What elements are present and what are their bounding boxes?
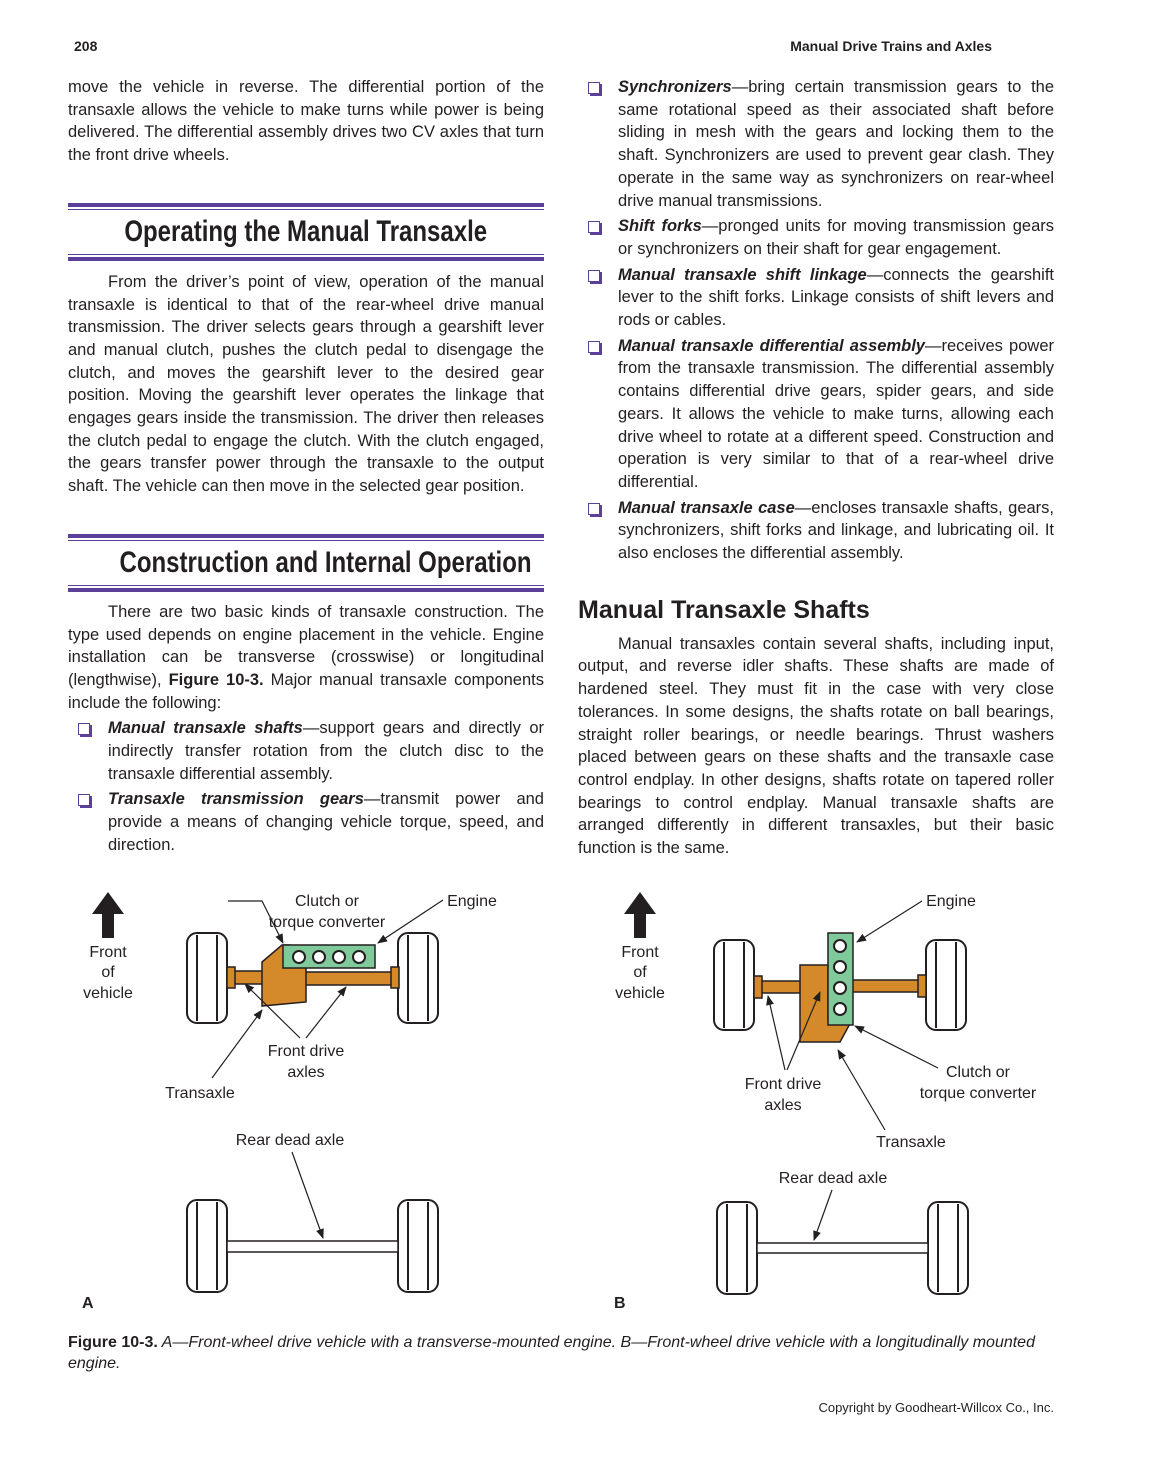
paragraph-intro: move the vehicle in reverse. The differe… — [68, 78, 544, 165]
label-clutch: Clutch or — [295, 893, 360, 910]
label-of: of — [101, 964, 115, 981]
paragraph-operating: From the driver’s point of view, operati… — [68, 272, 544, 496]
left-column: move the vehicle in reverse. The differe… — [68, 76, 544, 860]
rear-dead-axle — [226, 1240, 399, 1253]
panel-label-b: B — [614, 1295, 626, 1312]
label-front-drive: Front drive — [268, 1043, 345, 1060]
rear-right-wheel — [927, 1200, 969, 1295]
rear-right-wheel — [397, 1198, 439, 1293]
label-rear-dead-axle: Rear dead axle — [236, 1132, 345, 1149]
checkbox-bullet-icon — [78, 723, 90, 736]
figure-panel-a: Front of vehicle — [82, 891, 497, 1312]
front-axle-right — [304, 971, 399, 986]
list-item: Synchronizers—bring certain transmission… — [578, 76, 1054, 212]
front-left-wheel — [713, 938, 755, 1031]
label-front: Front — [89, 944, 127, 961]
page-number: 208 — [74, 38, 98, 54]
rear-dead-axle — [756, 1242, 929, 1254]
label-front: Front — [621, 944, 659, 961]
front-arrow-icon — [92, 891, 124, 938]
engine — [827, 932, 854, 1026]
running-title: Manual Drive Trains and Axles — [790, 38, 992, 54]
right-column: Synchronizers—bring certain transmission… — [578, 76, 1054, 860]
label-front-drive: Front drive — [745, 1076, 822, 1093]
label-axles: axles — [764, 1097, 801, 1114]
front-right-wheel — [397, 931, 439, 1024]
checkbox-bullet-icon — [588, 82, 600, 94]
paragraph-construction: There are two basic kinds of transaxle c… — [68, 601, 544, 857]
list-item: Manual transaxle shift linkage—connects … — [578, 264, 1054, 332]
label-vehicle: vehicle — [83, 985, 133, 1002]
label-engine: Engine — [447, 893, 497, 910]
checkbox-bullet-icon — [588, 221, 600, 234]
heading-block-construction: Construction and Internal Operation — [68, 533, 544, 592]
list-item: Manual transaxle differential assembly—r… — [578, 335, 1054, 494]
heading-block-operating: Operating the Manual Transaxle — [68, 202, 544, 261]
rear-left-wheel — [186, 1198, 228, 1293]
heading-construction: Construction and Internal Operation — [119, 545, 532, 579]
label-torque-converter: torque converter — [920, 1085, 1037, 1102]
list-item: Shift forks—pronged units for moving tra… — [578, 215, 1054, 260]
paragraph-shafts: Manual transaxles contain several shafts… — [578, 634, 1054, 858]
label-transaxle: Transaxle — [165, 1085, 235, 1102]
component-list: Synchronizers—bring certain transmission… — [578, 76, 1054, 565]
list-item: Transaxle transmission gears—transmit po… — [68, 788, 544, 856]
label-engine: Engine — [926, 893, 976, 910]
label-clutch: Clutch or — [946, 1064, 1011, 1081]
front-arrow-icon — [624, 891, 656, 938]
checkbox-bullet-icon — [78, 794, 90, 807]
rear-left-wheel — [716, 1200, 758, 1295]
label-transaxle: Transaxle — [876, 1134, 946, 1151]
label-torque-converter: torque converter — [269, 914, 386, 931]
text-columns: move the vehicle in reverse. The differe… — [68, 0, 1054, 860]
label-of: of — [633, 964, 647, 981]
heading-shafts: Manual Transaxle Shafts — [578, 595, 870, 624]
list-item: Manual transaxle case—encloses transaxle… — [578, 497, 1054, 565]
label-rear-dead-axle: Rear dead axle — [779, 1170, 888, 1187]
checkbox-bullet-icon — [588, 340, 600, 353]
front-axle-right — [849, 979, 927, 993]
figure-10-3: Front of vehicle — [82, 891, 1037, 1312]
engine — [282, 944, 376, 969]
heading-operating: Operating the Manual Transaxle — [124, 214, 488, 248]
label-vehicle: vehicle — [615, 985, 665, 1002]
checkbox-bullet-icon — [588, 502, 600, 515]
front-right-wheel — [925, 938, 967, 1031]
figure-panel-b: Front of vehicle — [614, 891, 1037, 1312]
figure-caption: Figure 10-3. A—Front-wheel drive vehicle… — [68, 1333, 1035, 1372]
figure-reference: Figure 10-3. — [168, 670, 264, 689]
label-axles: axles — [287, 1064, 324, 1081]
panel-label-a: A — [82, 1295, 94, 1312]
list-item: Manual transaxle shafts—support gears an… — [68, 717, 544, 785]
front-left-wheel — [186, 931, 228, 1024]
checkbox-bullet-icon — [588, 269, 600, 282]
copyright: Copyright by Goodheart-Willcox Co., Inc. — [818, 1399, 1054, 1415]
